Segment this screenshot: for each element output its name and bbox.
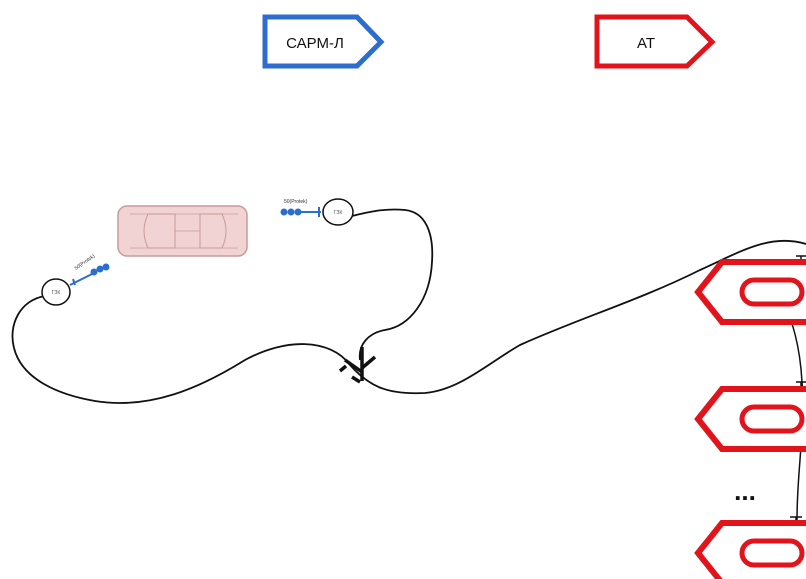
top-connector-ball-2 [287,208,295,216]
sarm-tag-shape [262,14,385,69]
at-tag[interactable]: АТ [594,14,716,69]
left-connector-tick [72,278,76,286]
top-connector-label: 50(Protek) [284,199,308,205]
sarm-tag-label: САРМ-Л [286,35,344,52]
at-device-3[interactable] [694,520,806,579]
upper-cable-loop [351,208,434,361]
main-cable [11,239,806,404]
at-device-1[interactable] [694,259,806,325]
left-node-label: ГЗК [52,290,61,296]
left-node-circle [41,278,71,306]
left-connector-ball-1 [90,268,98,276]
top-connector-ball-1 [280,208,288,216]
top-connector-icon[interactable]: 50(Protek) [280,199,322,217]
splitter-branch-4 [351,375,361,384]
at-chain-ellipsis: ... [734,476,756,506]
top-node-circle [322,198,354,226]
splitter-branch-2 [360,355,377,370]
left-connector-ball-3 [102,263,110,271]
splitter-icon[interactable] [338,347,377,384]
top-connector-ball-3 [294,208,302,216]
at-tag-label: АТ [637,35,655,52]
vehicle-icon [117,205,248,257]
top-node-label: ГЗК [334,210,343,216]
at-device-1-slot [739,277,805,307]
left-node[interactable]: ГЗК [41,278,71,306]
at-tag-shape [594,14,716,69]
at-device-3-slot [739,538,805,568]
splitter-branch-3 [338,364,348,373]
left-connector-icon[interactable]: 50(Protek) [69,253,110,286]
top-node[interactable]: ГЗК [322,198,354,226]
splitter-branch-1 [343,358,364,374]
sarm-tag[interactable]: САРМ-Л [262,14,385,69]
left-connector-ball-2 [96,265,104,273]
at-device-2-slot [739,404,805,434]
at-device-2[interactable] [694,386,806,452]
